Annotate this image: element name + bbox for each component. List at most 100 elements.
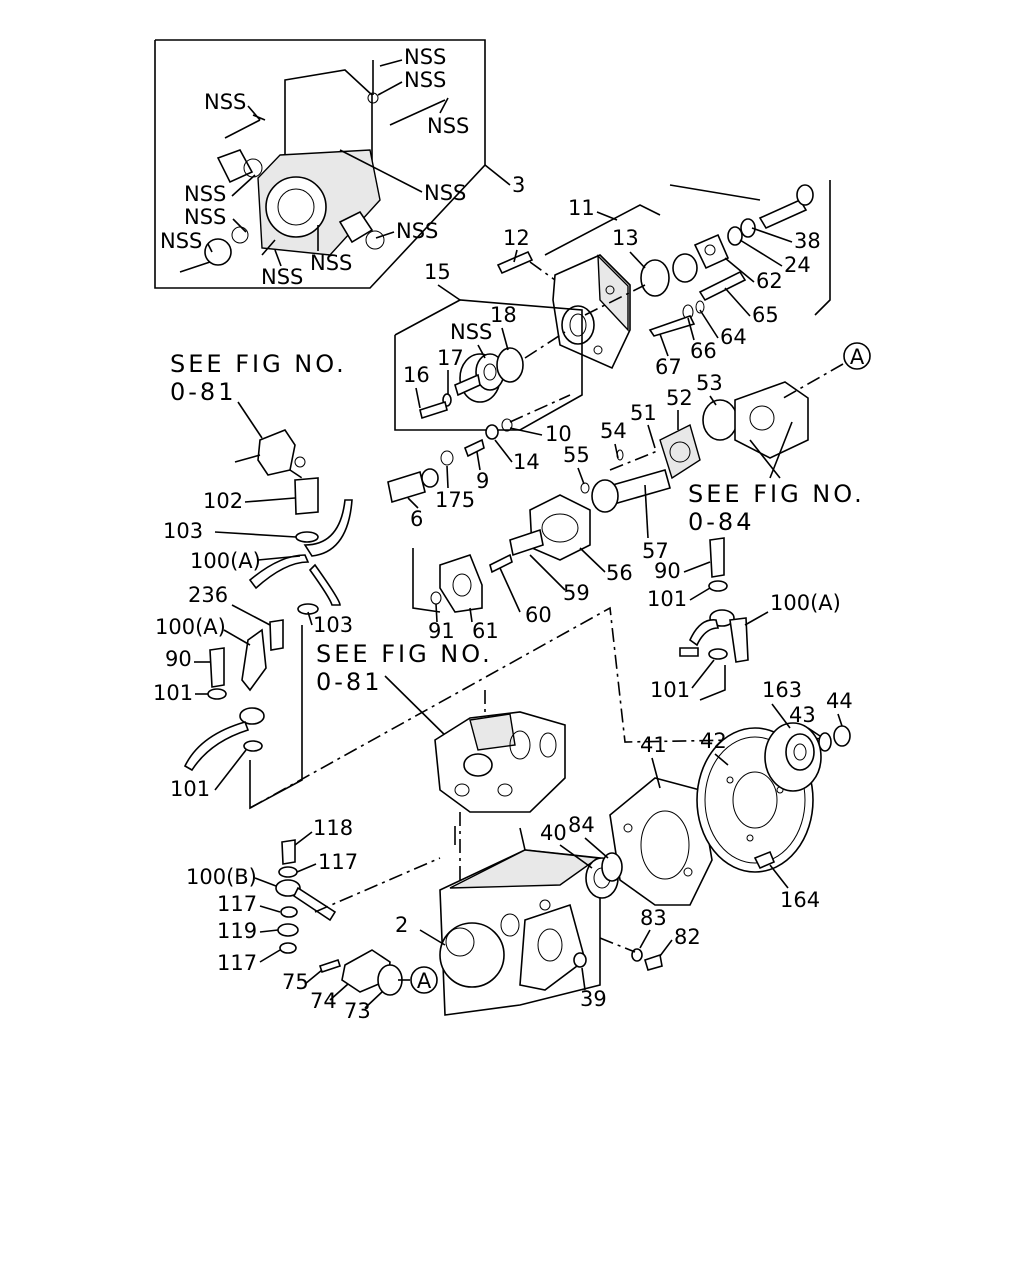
callout-24: 24 (784, 253, 811, 277)
callout-67: 67 (655, 355, 682, 379)
pump-body (439, 826, 601, 1016)
callout-100a-2: 100(A) (155, 615, 226, 639)
callout-18: 18 (490, 303, 517, 327)
marker-a-top-circle (843, 342, 871, 370)
callout-62: 62 (756, 269, 783, 293)
callout-75: 75 (282, 970, 309, 994)
callout-14: 14 (513, 450, 540, 474)
callout-65: 65 (752, 303, 779, 327)
nss-leaders (207, 59, 449, 267)
callout-163: 163 (762, 678, 802, 702)
callout-164: 164 (780, 888, 820, 912)
callout-15: 15 (424, 260, 451, 284)
callout-nss-6: NSS (184, 182, 226, 206)
callout-nss-3: NSS (427, 114, 469, 138)
callout-54: 54 (600, 419, 627, 443)
callout-84: 84 (568, 813, 595, 837)
callout-nss-11: NSS (261, 265, 303, 289)
callout-66: 66 (690, 339, 717, 363)
callout-13: 13 (612, 226, 639, 250)
ref-see-fig-top-line2: 0-81 (170, 378, 236, 406)
callout-40: 40 (540, 821, 567, 845)
callout-101-d: 101 (170, 777, 210, 801)
cover-41 (585, 777, 713, 906)
callout-56: 56 (606, 561, 633, 585)
callout-2: 2 (395, 913, 408, 937)
marker-a-bottom-circle (410, 966, 438, 994)
callout-101-a: 101 (153, 681, 193, 705)
callout-59: 59 (563, 581, 590, 605)
callout-43: 43 (789, 703, 816, 727)
callout-117-b: 117 (217, 892, 257, 916)
right-fitting-assembly (679, 537, 749, 663)
sensor-assembly (234, 429, 353, 615)
callout-3: 3 (512, 173, 525, 197)
callout-119: 119 (217, 919, 257, 943)
callout-83: 83 (640, 906, 667, 930)
callout-60: 60 (525, 603, 552, 627)
callout-101-b: 101 (647, 587, 687, 611)
fitting-100b (275, 839, 441, 954)
callout-51: 51 (630, 401, 657, 425)
callout-82: 82 (674, 925, 701, 949)
callout-57: 57 (642, 539, 669, 563)
callout-91: 91 (428, 619, 455, 643)
callout-64: 64 (720, 325, 747, 349)
callout-17: 17 (437, 346, 464, 370)
callout-117-c: 117 (217, 951, 257, 975)
callout-nss-4: NSS (204, 90, 246, 114)
callout-61: 61 (472, 619, 499, 643)
callout-nss-1: NSS (404, 45, 446, 69)
callout-236: 236 (188, 583, 228, 607)
callout-100a-1: 100(A) (190, 549, 261, 573)
marker-a-bottom: A (417, 969, 432, 993)
callout-39: 39 (580, 987, 607, 1011)
callout-42: 42 (700, 729, 727, 753)
ref-see-fig-mid-line2: 0-81 (316, 668, 382, 696)
callout-nss-8: NSS (396, 219, 438, 243)
callout-90-b: 90 (654, 559, 681, 583)
callout-nss-9: NSS (160, 229, 202, 253)
callout-101-c: 101 (650, 678, 690, 702)
callout-102: 102 (203, 489, 243, 513)
callout-11: 11 (568, 196, 595, 220)
ref-see-fig-top-line1: SEE FIG NO. (170, 350, 347, 378)
callout-100b: 100(B) (186, 865, 257, 889)
inset-box-3 (154, 39, 511, 289)
callout-nss-7: NSS (184, 205, 226, 229)
bolt-82 (644, 953, 663, 971)
cover-plate-74 (318, 949, 403, 996)
callout-16: 16 (403, 363, 430, 387)
callout-73: 73 (344, 999, 371, 1023)
pump-head-group-11 (496, 180, 831, 370)
callout-nss-10: NSS (310, 251, 352, 275)
drive-shaft-group (430, 381, 809, 613)
callout-53: 53 (696, 371, 723, 395)
callout-38: 38 (794, 229, 821, 253)
callout-103-a: 103 (163, 519, 203, 543)
callout-44: 44 (826, 689, 853, 713)
callout-74: 74 (310, 989, 337, 1013)
callout-103-b: 103 (313, 613, 353, 637)
bolt-164 (753, 850, 776, 870)
ref-see-fig-mid-line1: SEE FIG NO. (316, 640, 493, 668)
callout-175: 175 (435, 488, 475, 512)
callout-nss-2: NSS (404, 68, 446, 92)
callout-6: 6 (410, 507, 423, 531)
hub-163 (764, 722, 851, 792)
governor-housing (434, 711, 566, 880)
middle-fittings (387, 394, 571, 504)
callout-12: 12 (503, 226, 530, 250)
callout-9: 9 (476, 469, 489, 493)
marker-a-top: A (850, 345, 865, 369)
ref-see-fig-right-line1: SEE FIG NO. (688, 480, 865, 508)
callout-10: 10 (545, 422, 572, 446)
callout-41: 41 (640, 733, 667, 757)
ref-see-fig-right-line2: 0-84 (688, 508, 754, 536)
callout-nss-5: NSS (424, 181, 466, 205)
callout-118: 118 (313, 816, 353, 840)
callout-90-a: 90 (165, 647, 192, 671)
callout-117-a: 117 (318, 850, 358, 874)
callout-55: 55 (563, 443, 590, 467)
